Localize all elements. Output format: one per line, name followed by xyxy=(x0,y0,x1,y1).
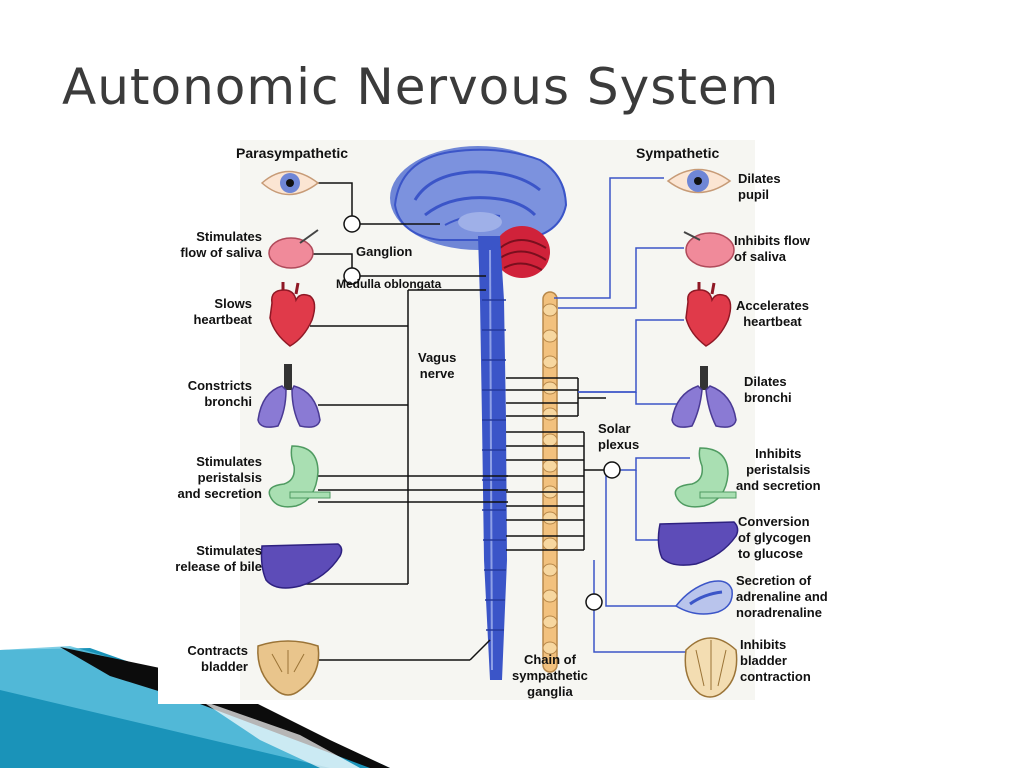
ganglion-saliva-icon xyxy=(343,267,361,285)
para-peristalsis-label: Stimulates peristalsis and secretion xyxy=(177,454,262,501)
ganglion-label: Ganglion xyxy=(356,244,413,259)
liver-icon-left xyxy=(260,543,343,589)
symp-adrenaline-label: Secretion of adrenaline and noradrenalin… xyxy=(736,573,828,620)
sympathetic-header: Sympathetic xyxy=(636,145,720,161)
sympathetic-chain xyxy=(542,291,558,673)
para-bile-label: Stimulates release of bile xyxy=(175,543,262,574)
para-bladder-label: Contracts bladder xyxy=(187,643,248,674)
symp-peristalsis-label: Inhibits peristalsis and secretion xyxy=(736,446,821,493)
salivary-gland-icon-right xyxy=(683,231,735,268)
bladder-icon-left xyxy=(257,640,320,696)
heart-icon-left xyxy=(269,282,316,347)
medulla-oblongata-label: Medulla oblongata xyxy=(336,277,442,291)
parasympathetic-header: Parasympathetic xyxy=(236,145,349,161)
para-heart-label: Slows heartbeat xyxy=(193,296,252,327)
stomach-icon-left xyxy=(268,445,331,508)
solar-plexus-label: Solar plexus xyxy=(598,421,640,452)
symp-pupil-label: Dilates pupil xyxy=(738,171,781,202)
bladder-icon-right xyxy=(684,637,738,698)
symp-bronchi-label: Dilates bronchi xyxy=(744,374,792,405)
ganglion-eye-icon xyxy=(343,215,361,233)
sympathetic-nerves xyxy=(554,177,690,653)
parasympathetic-nerves xyxy=(290,182,508,661)
liver-icon-right xyxy=(657,521,739,566)
lungs-icon-right xyxy=(671,366,737,428)
salivary-gland-icon-left xyxy=(268,229,319,269)
sympathetic-chain-label: Chain of sympathetic ganglia xyxy=(512,652,588,699)
solar-plexus-icon xyxy=(603,461,621,479)
cerebellum-icon xyxy=(494,226,550,278)
para-bronchi-label: Constricts bronchi xyxy=(187,378,252,409)
vagus-nerve-label: Vagus nerve xyxy=(418,350,457,381)
stomach-icon-right xyxy=(674,447,737,508)
cord-to-chain-connectors xyxy=(506,377,606,551)
inferior-ganglion-icon xyxy=(585,593,603,611)
eye-icon-left xyxy=(260,170,320,196)
slide-title: Autonomic Nervous System xyxy=(62,58,780,116)
symp-glycogen-label: Conversion of glycogen to glucose xyxy=(738,514,811,561)
symp-saliva-label: Inhibits flow of saliva xyxy=(734,233,810,264)
heart-icon-right xyxy=(685,282,732,347)
symp-bladder-label: Inhibits bladder contraction xyxy=(740,637,811,684)
symp-heart-label: Accelerates heartbeat xyxy=(736,298,809,329)
decorative-swoosh xyxy=(0,646,390,768)
spinal-cord xyxy=(478,236,507,680)
lungs-icon-left xyxy=(257,364,321,428)
adrenal-gland-icon-right xyxy=(674,580,733,615)
eye-icon-right xyxy=(666,168,732,194)
para-saliva-label: Stimulates flow of saliva xyxy=(180,229,262,260)
